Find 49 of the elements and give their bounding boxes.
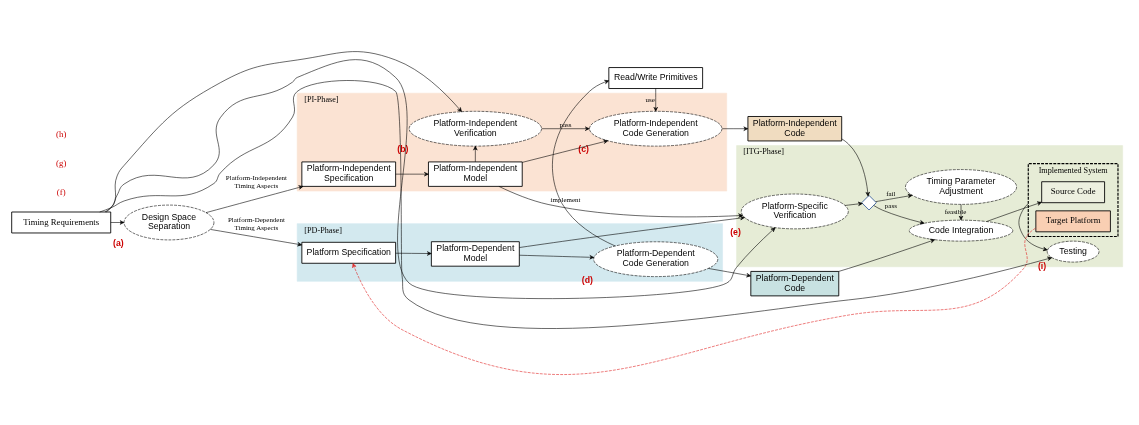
arrow (844, 201, 863, 206)
node-box: Timing Requirements (11, 211, 112, 233)
arrow (721, 126, 749, 131)
arrow (99, 79, 1053, 329)
arrow (541, 126, 590, 131)
arrow (1018, 202, 1048, 251)
label: (f) (56, 186, 66, 197)
arrow (875, 193, 913, 202)
node-box: Read/Write Primitives (608, 66, 704, 89)
arrow (104, 58, 776, 299)
node-box: Platform Specification (301, 241, 397, 264)
node-box: Target Platform (1035, 209, 1111, 232)
node-label: (e) (730, 226, 741, 237)
arrow (210, 228, 303, 246)
arrow (653, 87, 658, 112)
node-box: Platform-Independent Model (428, 161, 523, 187)
arrow (522, 139, 609, 163)
node-box: Platform-Independent Specification (301, 161, 397, 187)
arrow (205, 184, 304, 213)
node-box: Platform-Dependent Code (750, 270, 840, 296)
node-box: Platform-Independent Code (747, 115, 843, 141)
arrow (519, 215, 745, 248)
arrow (958, 203, 964, 220)
arrow (395, 171, 429, 176)
node-label: (d) (581, 274, 594, 285)
node-ellipse: Platform-Dependent Code Generation (593, 241, 719, 277)
label: (h) (56, 128, 67, 139)
node-ellipse: Design Space Separation (123, 204, 215, 240)
arrow (395, 250, 432, 256)
node-label: (c) (578, 143, 590, 154)
arrow (498, 185, 743, 218)
arrow (838, 238, 935, 272)
node-label: (a) (113, 237, 124, 248)
arrow (708, 267, 752, 277)
arrow (552, 79, 616, 246)
arrow (519, 254, 595, 259)
arrow (873, 204, 925, 224)
arrow (473, 145, 478, 162)
arrow (352, 227, 1036, 375)
node-diamond (861, 194, 877, 210)
node-box: Platform-Dependent Model (430, 240, 520, 267)
arrow (986, 201, 1042, 222)
node-label: (i) (1037, 260, 1047, 271)
node-ellipse: Platform-Independent Verification (408, 110, 542, 146)
arrow (841, 138, 870, 196)
arrow (110, 219, 125, 225)
arrow (105, 50, 462, 212)
label: (g) (56, 157, 67, 168)
node-box: Source Code (1041, 180, 1105, 203)
